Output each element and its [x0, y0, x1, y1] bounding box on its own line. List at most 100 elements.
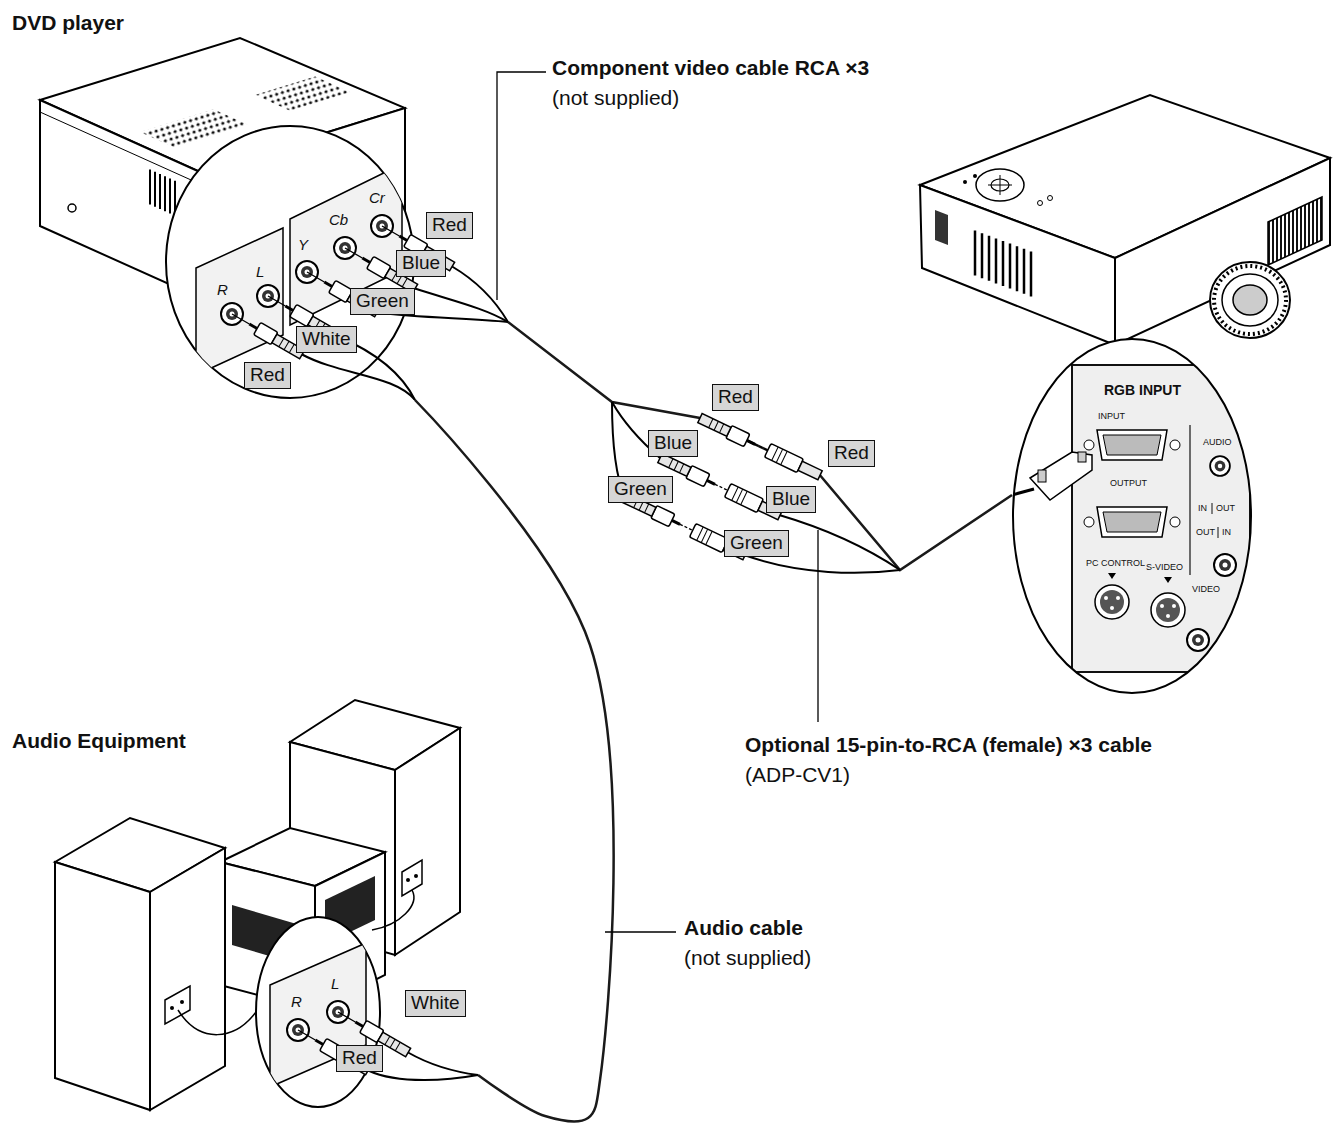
projector-zoom-panel	[1116, 596, 1120, 600]
dvd-plugs	[232, 226, 508, 400]
projector-zoom-panel	[1097, 507, 1167, 537]
projector-zoom-panel	[1013, 339, 1251, 693]
projector-zoom-panel	[1218, 527, 1219, 538]
color-tag: Red	[244, 362, 291, 389]
projector-zoom-panel	[1072, 365, 1250, 672]
tag-text: Red	[342, 1047, 377, 1070]
tag-text: Red	[250, 364, 285, 387]
dvd-plugs	[302, 355, 415, 401]
projector-drawing	[975, 231, 1031, 297]
zoom-outline	[1013, 339, 1251, 693]
projector-zoom-panel	[1078, 452, 1086, 462]
projector-zoom-panel	[1012, 489, 1034, 495]
port-label: S-VIDEO	[1146, 562, 1183, 572]
adapter-cable-drawing	[780, 515, 900, 570]
color-tag: Blue	[396, 250, 446, 277]
port-label: OUT	[1216, 503, 1235, 513]
leader-line	[605, 931, 676, 932]
adapter-cable-drawing	[697, 412, 758, 451]
port-label: PC CONTROL	[1086, 558, 1145, 568]
projector-zoom-panel	[1214, 554, 1236, 576]
projector-zoom-panel	[1210, 456, 1230, 476]
projector-zoom-panel	[1164, 577, 1172, 583]
projector-zoom-panel	[1097, 430, 1167, 460]
color-tag: Red	[426, 212, 473, 239]
jack-label: L	[256, 263, 264, 280]
input-panel: RGB INPUT	[1012, 338, 1252, 694]
color-tag: White	[405, 990, 466, 1017]
projector-zoom-panel	[1170, 440, 1180, 450]
audio-equipment-drawing	[372, 890, 414, 930]
projector-drawing	[976, 169, 1024, 201]
cable-connector	[508, 322, 1012, 570]
projector-zoom-panel	[1084, 517, 1094, 527]
tag-text: Red	[834, 442, 869, 465]
panel-heading: RGB INPUT	[1104, 382, 1181, 399]
dvd-plugs	[452, 267, 508, 323]
projector-drawing	[988, 175, 1012, 195]
projector-zoom-panel	[1212, 503, 1213, 514]
jack-label: Cr	[369, 189, 385, 206]
tag-text: White	[411, 992, 460, 1015]
projector-drawing	[1115, 158, 1330, 345]
device-box: Audio EquipmentWhiteRed	[8, 722, 478, 1122]
projector-zoom-panel	[1189, 425, 1190, 575]
projector-zoom-panel	[1187, 629, 1209, 651]
projector-zoom-panel	[1110, 606, 1114, 610]
audio-equipment-drawing	[55, 700, 460, 1110]
projector-zoom-panel	[1038, 470, 1046, 482]
leader-line	[817, 530, 818, 722]
jack-label: L	[331, 975, 339, 992]
projector-drawing	[963, 180, 967, 184]
dvd-player-drawing	[255, 76, 350, 110]
tag-text: Blue	[402, 252, 440, 275]
projector-zoom-panel	[1108, 573, 1116, 579]
audio-equipment-drawing	[55, 862, 150, 1110]
audio-equipment-drawing	[395, 728, 460, 955]
audio-equipment-drawing	[170, 1006, 174, 1010]
audio-equipment-drawing	[180, 1000, 184, 1004]
port-label: OUTPUT	[1110, 478, 1147, 488]
color-tag: Red	[712, 384, 759, 411]
adapter-cable-drawing	[745, 555, 900, 572]
callout-note: (not supplied)	[684, 946, 811, 970]
callout-note: (not supplied)	[552, 86, 679, 110]
jack-label: Cb	[329, 211, 348, 228]
tag-text: Green	[614, 478, 667, 501]
projector-zoom-panel	[1103, 512, 1161, 532]
projector-zoom-panel	[1156, 598, 1180, 622]
callout-text: Component video cable RCA ×3	[552, 56, 869, 80]
tag-text: Red	[718, 386, 753, 409]
projector-zoom-panel	[1160, 604, 1164, 608]
tag-text: Red	[432, 214, 467, 237]
dvd-zoom-panel	[196, 228, 283, 375]
color-tag: Red	[336, 1045, 383, 1072]
audio-equipment-drawing	[165, 986, 190, 1024]
port-label: IN	[1222, 527, 1231, 537]
color-tag: Green	[608, 476, 673, 503]
projector-zoom-panel	[1095, 585, 1129, 619]
audio-plugs	[368, 1071, 478, 1081]
dvd-player-drawing	[150, 170, 175, 216]
adapter-cable-drawing	[764, 444, 823, 483]
port-label: IN	[1198, 503, 1207, 513]
tag-text: Green	[730, 532, 783, 555]
projector-drawing	[1214, 266, 1286, 334]
projector-zoom-panel	[1084, 440, 1094, 450]
color-tag: White	[296, 326, 357, 353]
audio-plugs	[298, 1012, 478, 1080]
leader-line	[497, 72, 818, 932]
projector-zoom-panel	[1172, 604, 1176, 608]
port-label: AUDIO	[1203, 437, 1232, 447]
projector-drawing	[1038, 201, 1043, 206]
projector-drawing	[1210, 262, 1290, 338]
tag-text: White	[302, 328, 351, 351]
adapter-cable-drawing	[680, 444, 768, 530]
projector-zoom-panel	[1170, 517, 1180, 527]
device-heading: DVD player	[12, 10, 124, 35]
audio-equipment-drawing	[406, 878, 410, 882]
projector-drawing	[1222, 274, 1278, 326]
tag-text: Blue	[654, 432, 692, 455]
